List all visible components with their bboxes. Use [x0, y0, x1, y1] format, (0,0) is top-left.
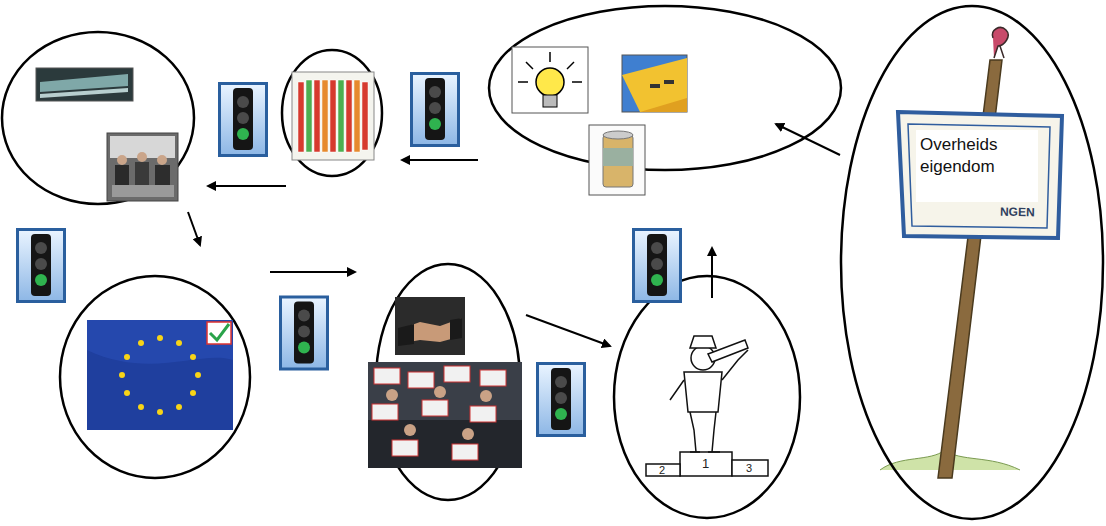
podium-number: 1	[702, 457, 709, 470]
sign-text: Overheids eigendom	[920, 134, 1034, 178]
sign-fragment: NGEN	[1000, 206, 1035, 219]
ellipse-outline	[839, 4, 1105, 521]
ellipse-node: Overheids eigendom	[839, 4, 1105, 521]
podium-number: 2	[659, 465, 665, 476]
podium-number: 3	[746, 463, 752, 474]
